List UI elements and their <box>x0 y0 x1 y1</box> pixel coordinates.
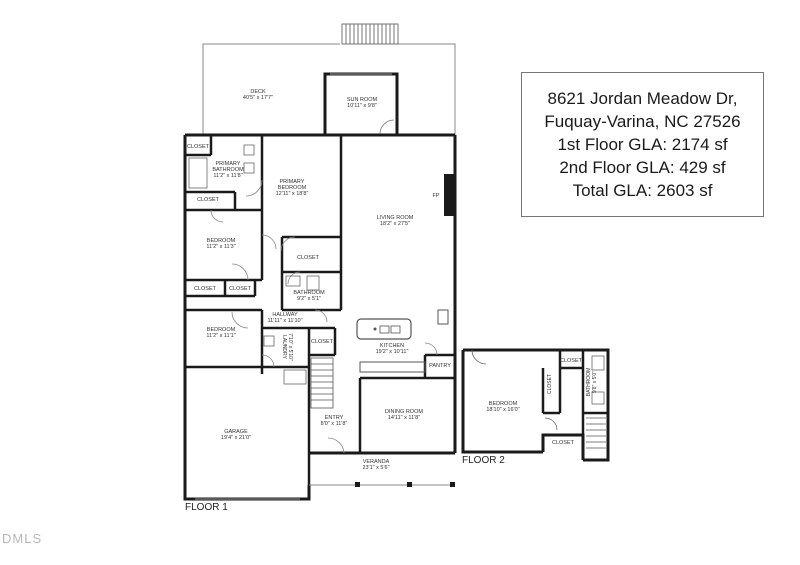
sun-room-door-swing <box>379 119 395 135</box>
kitchen-counter <box>359 309 449 373</box>
bathroom-upper-name: BATHROOM <box>586 368 592 397</box>
living-room-name: LIVING ROOM <box>377 215 414 221</box>
bathroom-1-name: BATHROOM <box>293 290 325 296</box>
closet-b1-name: CLOSET <box>194 286 217 292</box>
deck-name: DECK <box>250 89 266 95</box>
kitchen-name: KITCHEN <box>380 343 404 349</box>
fireplace <box>444 174 455 216</box>
listing-info-box: 8621 Jordan Meadow Dr, Fuquay-Varina, NC… <box>521 72 764 217</box>
bathroom-1-dims: 9'2" x 5'1" <box>297 296 321 302</box>
primary-bedroom-name2: BEDROOM <box>278 185 307 191</box>
primary-bedroom-dims: 12'11" x 18'8" <box>276 191 309 197</box>
bedroom-upper-dims: 18'10" x 16'0" <box>486 407 519 413</box>
primary-bedroom-name: PRIMARY <box>280 179 305 185</box>
floor2-stairs <box>586 417 606 449</box>
deck-dims: 40'5" x 17'7" <box>243 95 273 101</box>
kitchen-island <box>356 318 412 340</box>
closet-upper-c-name: CLOSET <box>552 440 575 446</box>
garage-dims: 19'4" x 21'0" <box>221 435 251 441</box>
address-line1: 8621 Jordan Meadow Dr, <box>547 89 738 108</box>
closet-upper-b-name: CLOSET <box>547 374 553 394</box>
living-room-dims: 18'2" x 27'5" <box>380 221 410 227</box>
entry-stairs <box>310 357 334 409</box>
deck-stairs <box>341 23 399 45</box>
dining-room-name: DINING ROOM <box>385 409 423 415</box>
address-line2: Fuquay-Varina, NC 27526 <box>544 112 741 131</box>
closet-primary-name: CLOSET <box>197 197 220 203</box>
bedroom-1-dims: 11'2" x 11'3" <box>206 244 235 250</box>
hallway-name: HALLWAY <box>272 312 298 318</box>
deck-outline <box>202 43 456 135</box>
kitchen-dims: 19'2" x 10'11" <box>376 349 409 355</box>
garage-name: GARAGE <box>224 429 248 435</box>
dmls-watermark: DMLS <box>2 531 43 546</box>
floor1-outer-walls <box>183 133 457 501</box>
room-labels: DECK 40'5" x 17'7" SUN ROOM 10'11" x 9'8… <box>187 89 583 471</box>
hallway-dims: 11'11" x 11'10" <box>267 318 302 324</box>
primary-bathroom-dims: 11'2" x 11'8" <box>213 173 242 179</box>
floor1-label: FLOOR 1 <box>185 502 228 513</box>
entry-name: ENTRY <box>325 415 344 421</box>
floor2-label: FLOOR 2 <box>462 455 505 466</box>
veranda-name: VERANDA <box>363 459 390 465</box>
closet-mid-name: CLOSET <box>297 255 320 261</box>
pantry-name: PANTRY <box>429 363 451 369</box>
floor1-interior-walls <box>185 135 455 499</box>
gla-total: Total GLA: 2603 sf <box>572 181 713 200</box>
bedroom-2-dims: 11'2" x 11'1" <box>206 333 235 339</box>
bedroom-1-name: BEDROOM <box>207 238 236 244</box>
closet-top-left-name: CLOSET <box>187 144 210 150</box>
primary-bathroom-name2: BATHROOM <box>212 167 244 173</box>
floor2-walls <box>461 348 610 462</box>
gla-2nd-floor: 2nd Floor GLA: 429 sf <box>559 158 726 177</box>
floor2-interior-walls <box>541 350 608 435</box>
veranda-dims: 23'1" x 5'6" <box>362 465 389 471</box>
laundry-dims: 7'10" x 5'10" <box>287 333 293 361</box>
primary-bathroom-name: PRIMARY <box>216 161 241 167</box>
floor1-door-swings <box>210 179 438 454</box>
sun-room-dims: 10'11" x 9'8" <box>347 103 377 109</box>
closet-b2-name: CLOSET <box>229 286 252 292</box>
bedroom-upper-name: BEDROOM <box>489 401 518 407</box>
dining-room-dims: 14'11" x 11'8" <box>388 415 420 421</box>
veranda-posts <box>355 482 455 487</box>
closet-upper-a-name: CLOSET <box>560 358 583 364</box>
floor2-fixtures <box>471 349 605 431</box>
bathroom-fixtures <box>188 144 320 385</box>
closet-laundry-name: CLOSET <box>311 339 334 345</box>
bedroom-2-name: BEDROOM <box>207 327 236 333</box>
sun-room-name: SUN ROOM <box>347 97 378 103</box>
fp-label: FP <box>432 193 439 199</box>
entry-dims: 8'0" x 11'8" <box>321 421 348 427</box>
gla-1st-floor: 1st Floor GLA: 2174 sf <box>557 135 728 154</box>
bathroom-upper-dims: 9'8" x 5'0" <box>592 371 598 393</box>
laundry-name: LAUNDRY <box>281 335 287 359</box>
